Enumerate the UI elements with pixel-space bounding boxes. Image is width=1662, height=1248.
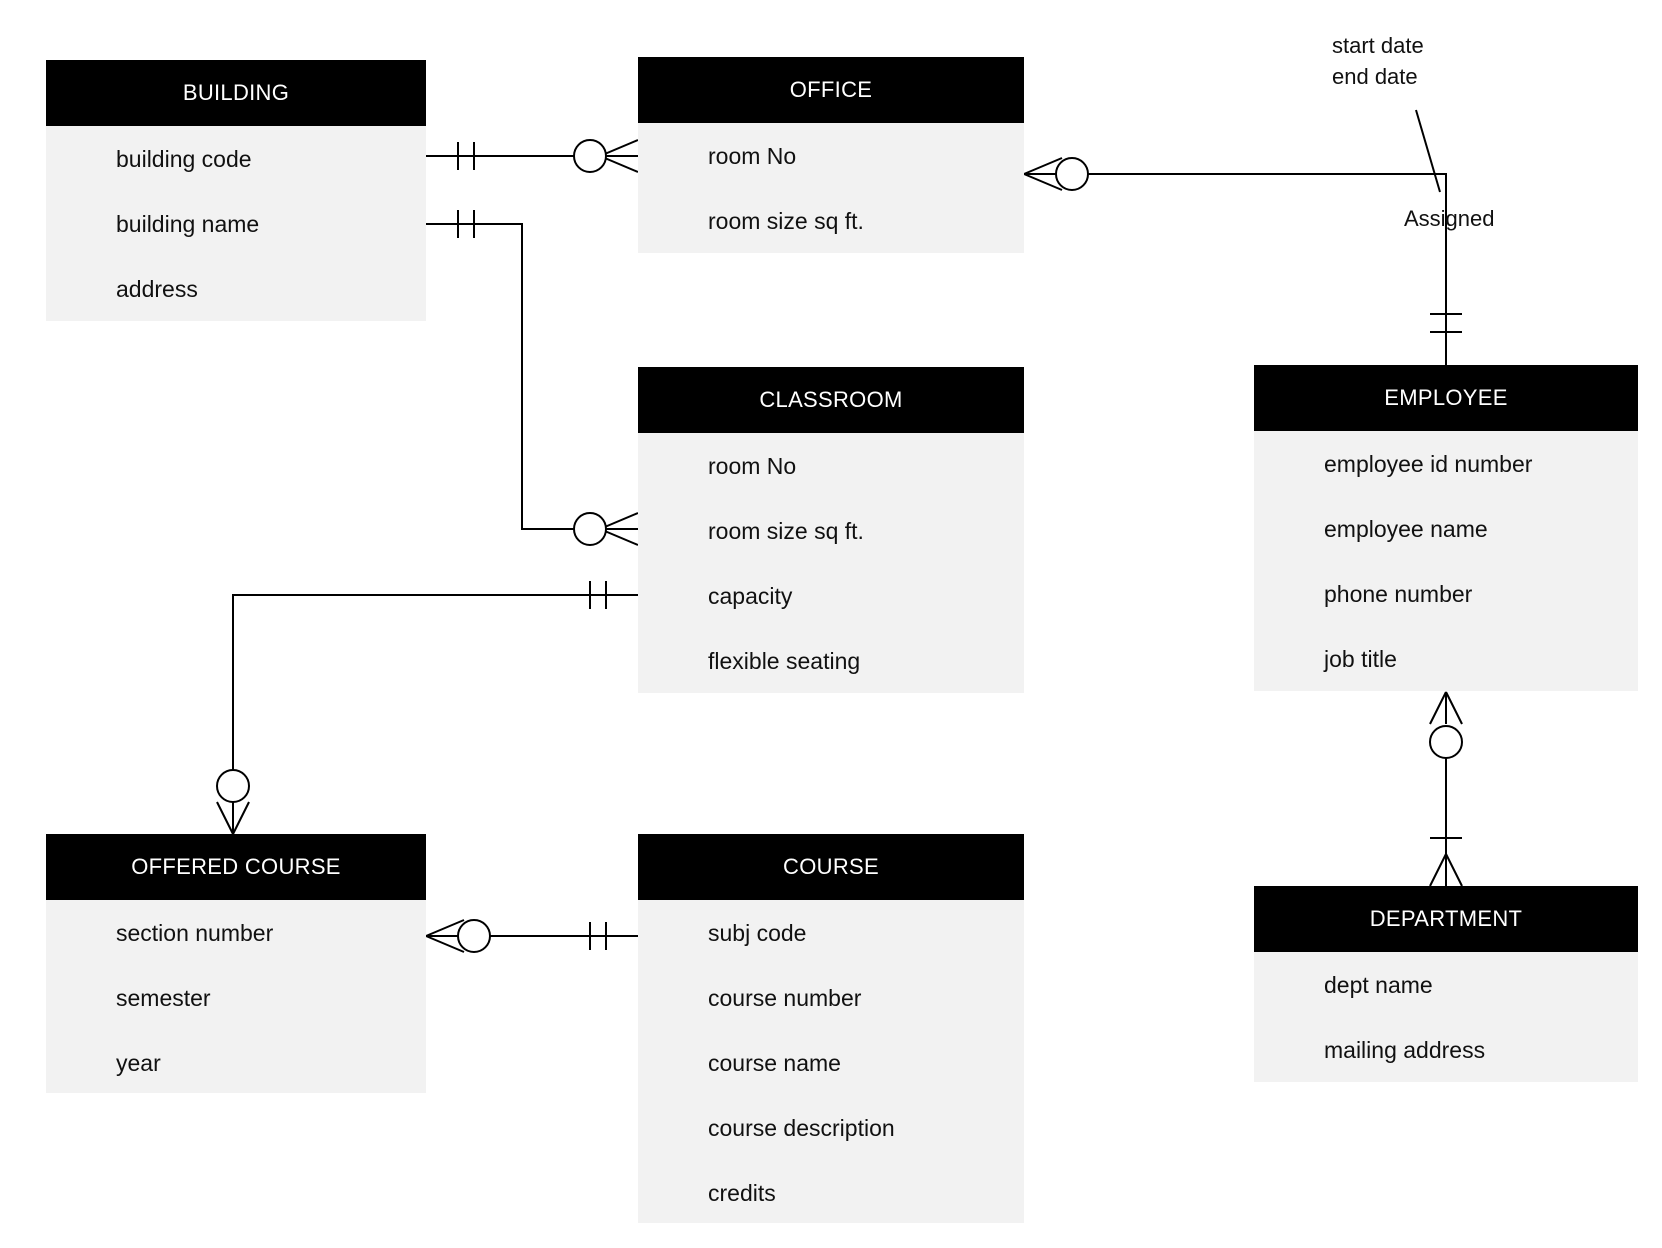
- connector-classroom-offered-course: [216, 581, 638, 835]
- entity-offered-course: OFFERED COURSE section number semester y…: [46, 834, 426, 1093]
- connector-employee-department: [1429, 691, 1463, 887]
- entity-building: BUILDING building code building name add…: [46, 60, 426, 321]
- attribute: room No: [708, 453, 797, 479]
- relationship-attributes: start date end date: [1332, 30, 1424, 92]
- attribute: course name: [708, 1050, 841, 1076]
- attribute: capacity: [708, 583, 793, 609]
- entity-title: BUILDING: [46, 60, 426, 126]
- entity-employee: EMPLOYEE employee id number employee nam…: [1254, 365, 1638, 691]
- attribute: subj code: [708, 920, 807, 946]
- entity-title: CLASSROOM: [638, 367, 1024, 433]
- connector-building-classroom: [426, 210, 639, 546]
- attribute: credits: [708, 1180, 776, 1206]
- connector-offered-course-course: [425, 919, 638, 953]
- relationship-attribute: start date: [1332, 33, 1424, 58]
- entity-title: OFFICE: [638, 57, 1024, 123]
- attribute: employee name: [1324, 516, 1488, 542]
- attribute: year: [116, 1050, 161, 1076]
- attribute: room size sq ft.: [708, 518, 864, 544]
- attribute: address: [116, 276, 198, 302]
- entity-department: DEPARTMENT dept name mailing address: [1254, 886, 1638, 1082]
- attribute: room No: [708, 143, 797, 169]
- relationship-attribute: end date: [1332, 64, 1418, 89]
- attribute: semester: [116, 985, 211, 1011]
- attribute: course description: [708, 1115, 895, 1141]
- connector-office-employee: [1023, 109, 1462, 365]
- attribute: building name: [116, 211, 260, 237]
- entity-office: OFFICE room No room size sq ft.: [638, 57, 1024, 253]
- entity-classroom: CLASSROOM room No room size sq ft. capac…: [638, 367, 1024, 693]
- attribute: room size sq ft.: [708, 208, 864, 234]
- connector-building-office: [426, 139, 639, 173]
- attribute: mailing address: [1324, 1037, 1486, 1063]
- entity-course: COURSE subj code course number course na…: [638, 834, 1024, 1223]
- entity-title: COURSE: [638, 834, 1024, 900]
- attribute: job title: [1324, 646, 1397, 672]
- entity-title: DEPARTMENT: [1254, 886, 1638, 952]
- attribute: course number: [708, 985, 862, 1011]
- entity-title: OFFERED COURSE: [46, 834, 426, 900]
- attribute: section number: [116, 920, 274, 946]
- attribute: dept name: [1324, 972, 1433, 998]
- relationship-label: Assigned: [1404, 206, 1495, 231]
- attribute: flexible seating: [708, 648, 861, 674]
- attribute: building code: [116, 146, 252, 172]
- attribute: employee id number: [1324, 451, 1533, 477]
- attribute: phone number: [1324, 581, 1473, 607]
- entity-title: EMPLOYEE: [1254, 365, 1638, 431]
